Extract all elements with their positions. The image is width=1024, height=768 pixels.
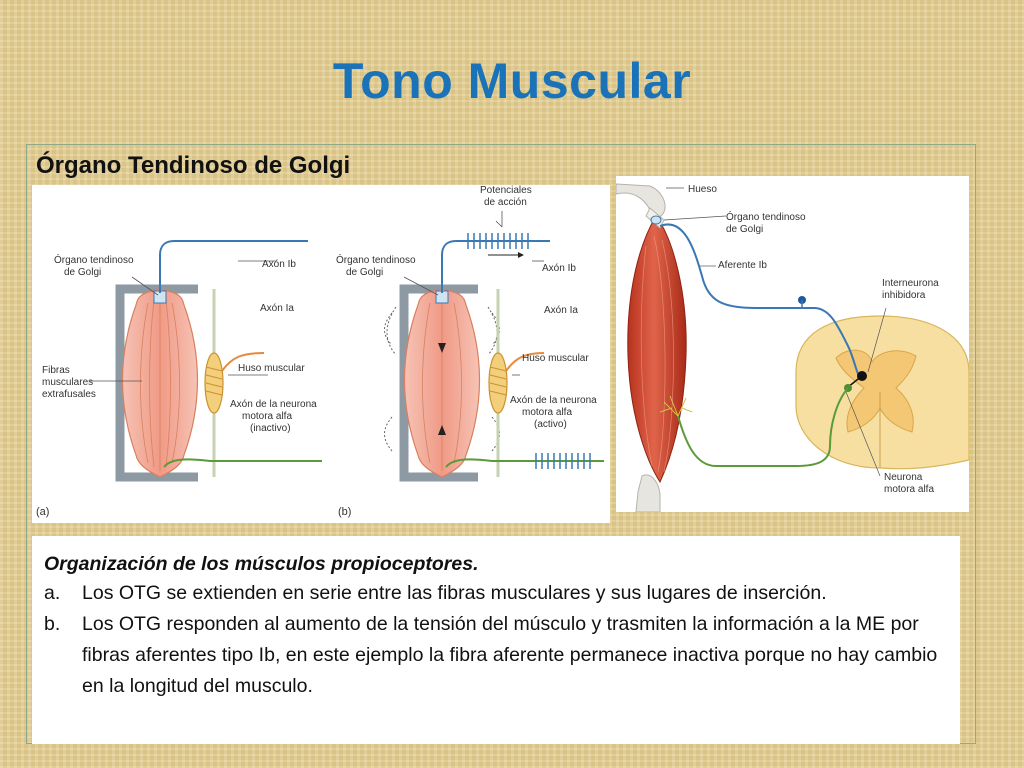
panel-b-action-potentials-ib: [467, 233, 529, 249]
panel-a-label-huso: Huso muscular: [238, 363, 305, 374]
panel-a-spindle-coil: [205, 366, 223, 396]
panel-a: Órgano tendinoso de Golgi Axón Ib Axón I…: [36, 240, 322, 518]
panel-a-muscle-fibers: [140, 295, 180, 471]
list-item: a. Los OTG se extienden en serie entre l…: [44, 578, 948, 609]
panel-b-label-axon-ia: Axón Ia: [544, 305, 578, 316]
panel-a-label-axon-ia: Axón Ia: [260, 303, 294, 314]
explanation-textbox: Organización de los músculos propiocepto…: [32, 536, 960, 744]
panel-a-letter: (a): [36, 506, 49, 518]
right-figure-leaders: [663, 187, 887, 477]
list-item-text: Los OTG responden al aumento de la tensi…: [82, 613, 938, 697]
panel-a-axon-alpha: [163, 458, 322, 468]
figure-golgi-panels-svg: Órgano tendinoso de Golgi Axón Ib Axón I…: [36, 185, 604, 518]
panel-b-label-axon-ib: Axón Ib: [542, 263, 576, 274]
panel-b-contraction-arrows: [438, 343, 446, 435]
golgi-organ: [650, 215, 662, 225]
label-interneurona-1: Interneurona: [882, 278, 939, 289]
label-hueso: Hueso: [688, 184, 717, 195]
panel-b-label-organo-2: de Golgi: [346, 267, 383, 278]
label-neurona-2: motora alfa: [884, 484, 934, 495]
panel-b-label-huso: Huso muscular: [522, 353, 589, 364]
panel-b: Potenciales de acción Órgano tendinoso d…: [336, 185, 604, 518]
panel-b-letter: (b): [338, 506, 351, 518]
panel-a-label-axon-ib: Axón Ib: [262, 259, 296, 270]
panel-a-label-fibras-2: musculares: [42, 377, 93, 388]
panel-a-label-neurona-1: Axón de la neurona: [230, 399, 317, 410]
bone-top: [615, 183, 666, 218]
label-neurona-1: Neurona: [884, 472, 923, 483]
panel-b-axon-ia: [505, 352, 545, 372]
figure-golgi-panels: Órgano tendinoso de Golgi Axón Ib Axón I…: [32, 185, 610, 523]
panel-a-label-organo-1: Órgano tendinoso: [54, 253, 134, 266]
textbox-heading: Organización de los músculos propiocepto…: [44, 553, 479, 575]
figure-reflex-circuit: Hueso Órgano tendinoso de Golgi Aferente…: [615, 176, 970, 513]
panel-a-label-neurona-2: motora alfa: [242, 411, 292, 422]
panel-a-axon-ib: [159, 240, 308, 293]
label-aferente: Aferente Ib: [718, 260, 767, 271]
panel-b-label-neurona-3: (activo): [534, 419, 567, 430]
red-muscle-striations: [640, 235, 674, 473]
figure-reflex-circuit-svg: Hueso Órgano tendinoso de Golgi Aferente…: [615, 183, 970, 513]
panel-a-label-fibras-3: extrafusales: [42, 389, 96, 400]
afferent-ib-axon: [659, 223, 861, 379]
panel-b-muscle-fibers: [422, 295, 462, 471]
panel-b-label-neurona-1: Axón de la neurona: [510, 395, 597, 406]
panel-b-axon-ib: [441, 240, 550, 293]
list-item: b. Los OTG responden al aumento de la te…: [44, 609, 948, 702]
label-interneurona-2: inhibidora: [882, 290, 926, 301]
panel-a-label-neurona-3: (inactivo): [250, 423, 291, 434]
motor-end-plates: [659, 395, 693, 417]
label-organo-2: de Golgi: [726, 224, 763, 235]
panel-b-label-potenciales-1: Potenciales: [480, 185, 532, 196]
panel-a-leaders: [90, 260, 276, 382]
alpha-motor-axon: [677, 387, 849, 467]
panel-b-axon-alpha: [445, 458, 604, 468]
list-marker: a.: [44, 582, 61, 604]
panel-b-label-neurona-2: motora alfa: [522, 407, 572, 418]
list-item-text: Los OTG se extienden en serie entre las …: [82, 582, 827, 604]
panel-a-label-organo-2: de Golgi: [64, 267, 101, 278]
panel-b-tension-marks: [384, 306, 500, 452]
panel-a-label-fibras-1: Fibras: [42, 365, 70, 376]
bone-bottom: [635, 474, 661, 513]
panel-b-action-potentials-alpha: [535, 453, 591, 469]
panel-b-label-organo-1: Órgano tendinoso: [336, 253, 416, 266]
slide-title: Tono Muscular: [332, 53, 692, 109]
panel-b-spindle-coil: [489, 366, 507, 396]
label-organo-1: Órgano tendinoso: [726, 210, 806, 223]
red-muscle: [627, 215, 687, 484]
slide-subtitle: Órgano Tendinoso de Golgi: [36, 152, 351, 179]
panel-b-label-potenciales-2: de acción: [484, 197, 527, 208]
panel-a-axon-ia: [221, 352, 265, 372]
list-marker: b.: [44, 613, 61, 635]
panel-b-leaders: [403, 260, 544, 376]
